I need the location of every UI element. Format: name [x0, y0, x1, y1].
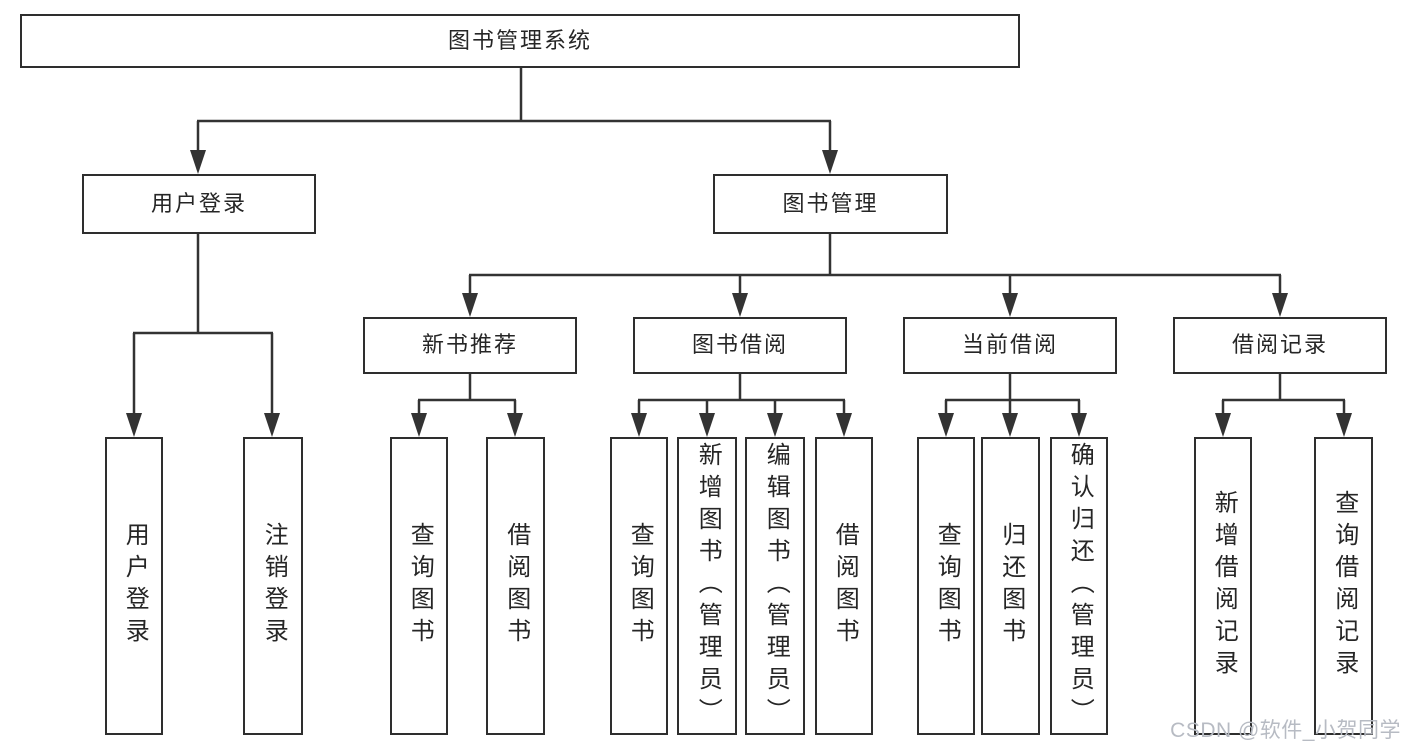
node-borrow-records: 借阅记录 [1173, 317, 1387, 374]
leaf-edit-books-admin-label: 编辑图书（管理员） [762, 442, 790, 730]
node-book-management-label: 图书管理 [782, 190, 879, 216]
leaf-confirm-return-admin: 确认归还（管理员） [1050, 437, 1108, 735]
node-library-system-label: 图书管理系统 [447, 27, 592, 53]
leaf-newbook-borrow-books: 借阅图书 [486, 437, 545, 735]
leaf-add-borrow-record: 新增借阅记录 [1194, 437, 1252, 735]
leaf-query-borrow-record-label: 查询借阅记录 [1330, 490, 1358, 682]
leaf-add-books-admin-label: 新增图书（管理员） [694, 442, 722, 730]
leaf-add-books-admin: 新增图书（管理员） [677, 437, 737, 735]
leaf-current-query-books: 查询图书 [917, 437, 975, 735]
leaf-borrow-query-books: 查询图书 [610, 437, 668, 735]
node-library-system: 图书管理系统 [20, 14, 1020, 68]
arrowheads [126, 150, 1352, 437]
node-user-login: 用户登录 [82, 174, 316, 234]
leaf-user-login: 用户登录 [105, 437, 163, 735]
node-current-borrow-label: 当前借阅 [961, 332, 1058, 358]
leaf-return-books: 归还图书 [981, 437, 1040, 735]
node-user-login-label: 用户登录 [150, 190, 247, 216]
leaf-query-borrow-record: 查询借阅记录 [1314, 437, 1373, 735]
leaf-borrow-books-label: 借阅图书 [831, 522, 859, 650]
node-book-borrow: 图书借阅 [633, 317, 847, 374]
leaf-newbook-query-books-label: 查询图书 [406, 522, 434, 650]
leaf-current-query-books-label: 查询图书 [933, 522, 961, 650]
leaf-borrow-query-books-label: 查询图书 [626, 522, 654, 650]
leaf-return-books-label: 归还图书 [997, 522, 1025, 650]
leaf-user-login-label: 用户登录 [121, 522, 149, 650]
leaf-logout: 注销登录 [243, 437, 303, 735]
node-current-borrow: 当前借阅 [903, 317, 1117, 374]
csdn-watermark: CSDN @软件_小贺同学 [1170, 719, 1401, 742]
leaf-newbook-borrow-books-label: 借阅图书 [502, 522, 530, 650]
leaf-borrow-books: 借阅图书 [815, 437, 873, 735]
node-book-borrow-label: 图书借阅 [691, 332, 788, 358]
node-new-book-recommend-label: 新书推荐 [421, 332, 518, 358]
leaf-confirm-return-admin-label: 确认归还（管理员） [1066, 442, 1094, 730]
leaf-logout-label: 注销登录 [260, 522, 288, 650]
leaf-add-borrow-record-label: 新增借阅记录 [1210, 490, 1238, 682]
leaf-edit-books-admin: 编辑图书（管理员） [745, 437, 805, 735]
node-new-book-recommend: 新书推荐 [363, 317, 577, 374]
node-borrow-records-label: 借阅记录 [1231, 332, 1328, 358]
leaf-newbook-query-books: 查询图书 [390, 437, 448, 735]
node-book-management: 图书管理 [713, 174, 948, 234]
